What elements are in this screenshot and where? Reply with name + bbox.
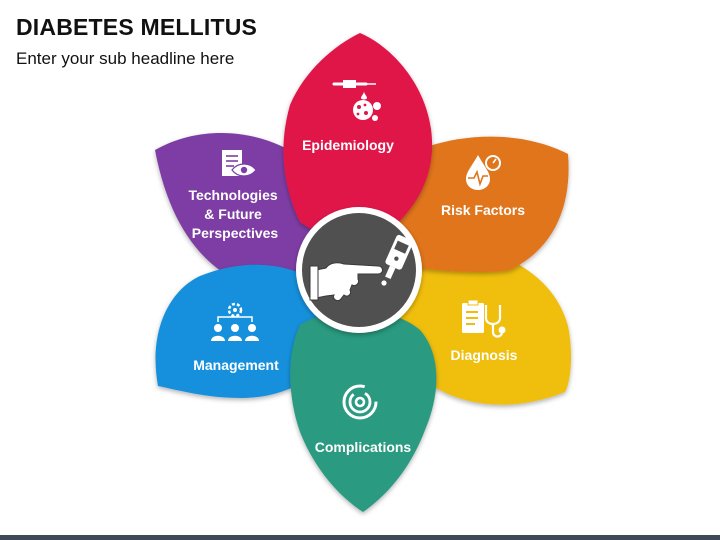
maze-icon [342, 384, 378, 420]
page-title: DIABETES MELLITUS [16, 14, 258, 40]
document-eye-icon [222, 150, 257, 177]
petal-label-technologies-line3: Perspectives [192, 225, 279, 241]
petal-label-technologies: Technologies & Future Perspectives [188, 187, 281, 241]
virus-syringe-icon [332, 80, 381, 121]
petal-label-management: Management [193, 357, 279, 373]
petal-label-technologies-line1: Technologies [188, 187, 277, 203]
page-subtitle: Enter your sub headline here [16, 49, 235, 68]
petal-epidemiology-shape [283, 33, 433, 239]
petal-epidemiology [283, 33, 433, 239]
team-gear-icon [211, 302, 259, 341]
petal-label-epidemiology: Epidemiology [302, 137, 394, 153]
blood-drop-gauge-icon [466, 155, 501, 190]
petal-label-diagnosis: Diagnosis [451, 347, 518, 363]
petal-label-risk-factors: Risk Factors [441, 202, 525, 218]
clipboard-stethoscope-icon [462, 299, 506, 338]
hand-glucose-meter-icon [309, 234, 413, 301]
bottom-bar [0, 535, 720, 540]
petal-label-complications: Complications [315, 439, 412, 455]
petal-label-technologies-line2: & Future [204, 206, 262, 222]
